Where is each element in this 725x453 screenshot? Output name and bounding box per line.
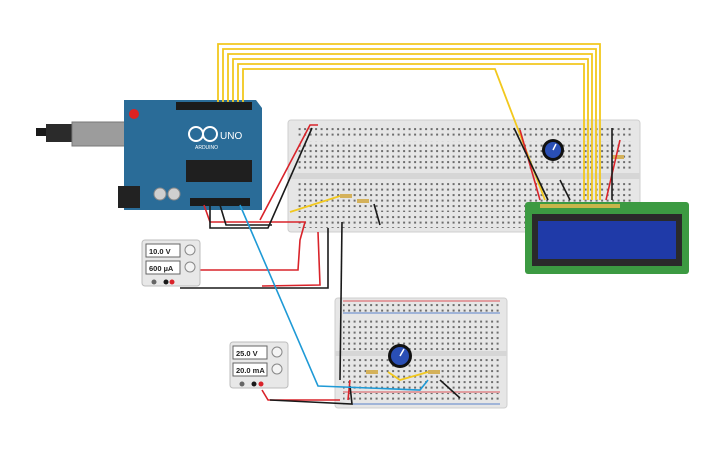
power-supply-2[interactable]: 25.0 V 20.0 mA [229, 341, 289, 389]
resistor-3[interactable] [612, 155, 624, 159]
supply-1-voltage-knob[interactable] [184, 244, 196, 256]
lower-breadboard[interactable] [334, 297, 508, 409]
wires-yellow[interactable] [217, 43, 601, 381]
resistor-2[interactable] [357, 199, 369, 203]
potentiometer-1[interactable] [542, 139, 564, 161]
arduino-model-label: UNO [220, 131, 242, 142]
lcd-display[interactable] [525, 202, 689, 274]
potentiometer-2[interactable] [388, 344, 412, 368]
wires-blue[interactable] [239, 204, 429, 391]
supply-2-current-readout: 20.0 mA [236, 366, 265, 375]
resistor-1[interactable] [340, 194, 352, 198]
arduino-brand-label: ARDUINO [195, 145, 218, 151]
supply-1-voltage-readout: 10.0 V [149, 247, 171, 256]
supply-2-voltage-knob[interactable] [271, 346, 283, 358]
resistor-4[interactable] [366, 370, 378, 374]
arduino-uno-board[interactable]: UNO ARDUINO [36, 100, 262, 210]
power-supply-1[interactable]: 10.0 V 600 µA [141, 239, 201, 287]
supply-1-current-readout: 600 µA [149, 264, 174, 273]
supply-2-current-knob[interactable] [271, 363, 283, 375]
resistor-5[interactable] [428, 370, 440, 374]
supply-2-voltage-readout: 25.0 V [236, 349, 258, 358]
wires-black[interactable] [180, 127, 613, 405]
supply-1-current-knob[interactable] [184, 261, 196, 273]
